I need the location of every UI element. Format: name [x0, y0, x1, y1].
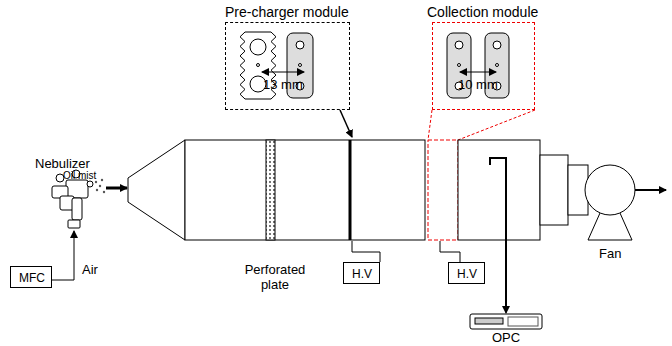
leader-line [458, 110, 535, 140]
outlet-arrow [635, 189, 666, 191]
part-label: Air [82, 262, 98, 277]
part-label: Oil mist [63, 168, 96, 183]
reducer [540, 155, 568, 225]
perforated-plate [266, 140, 275, 240]
module-title: Pre-charger module [223, 4, 351, 20]
part-label: Fan [599, 246, 621, 261]
inlet-cone [128, 140, 185, 240]
box-label: H.V [457, 267, 476, 281]
dimension-label: 13 mm [263, 77, 303, 92]
box-label: H.V [352, 267, 371, 281]
dimension-arrow [262, 72, 304, 73]
air-line [52, 231, 74, 280]
electrode-hole [250, 39, 266, 55]
duct [458, 140, 540, 240]
dimension-arrow [460, 72, 496, 73]
collection-module: Collection module [432, 22, 535, 110]
opc-device [470, 314, 542, 329]
part-label: Perforated plate [240, 262, 310, 292]
sampling-probe [490, 158, 506, 310]
flow-arrow [106, 187, 127, 190]
hv-box: H.V [343, 262, 380, 284]
leader-line [428, 110, 432, 140]
dimension-label: 10 mm [458, 77, 498, 92]
collection-position [428, 140, 458, 240]
part-label: OPC [492, 330, 520, 345]
hv-wire [440, 241, 460, 262]
part-label: Nebulizer [35, 156, 90, 171]
mfc-box: MFC [10, 266, 52, 288]
pre-charger-position [349, 140, 352, 240]
duct [185, 140, 425, 240]
fan-stand [588, 213, 632, 240]
hv-wire [352, 241, 380, 262]
electrode-hole [257, 64, 260, 67]
module-title: Collection module [425, 4, 540, 20]
sample-arrow [506, 300, 507, 313]
pre-charger-module: Pre-charger module [225, 22, 350, 110]
leader-line [340, 110, 352, 137]
box-label: MFC [19, 271, 43, 285]
fan-symbol [585, 165, 635, 215]
oil-mist-dots [95, 179, 105, 193]
hv-box: H.V [448, 262, 485, 284]
